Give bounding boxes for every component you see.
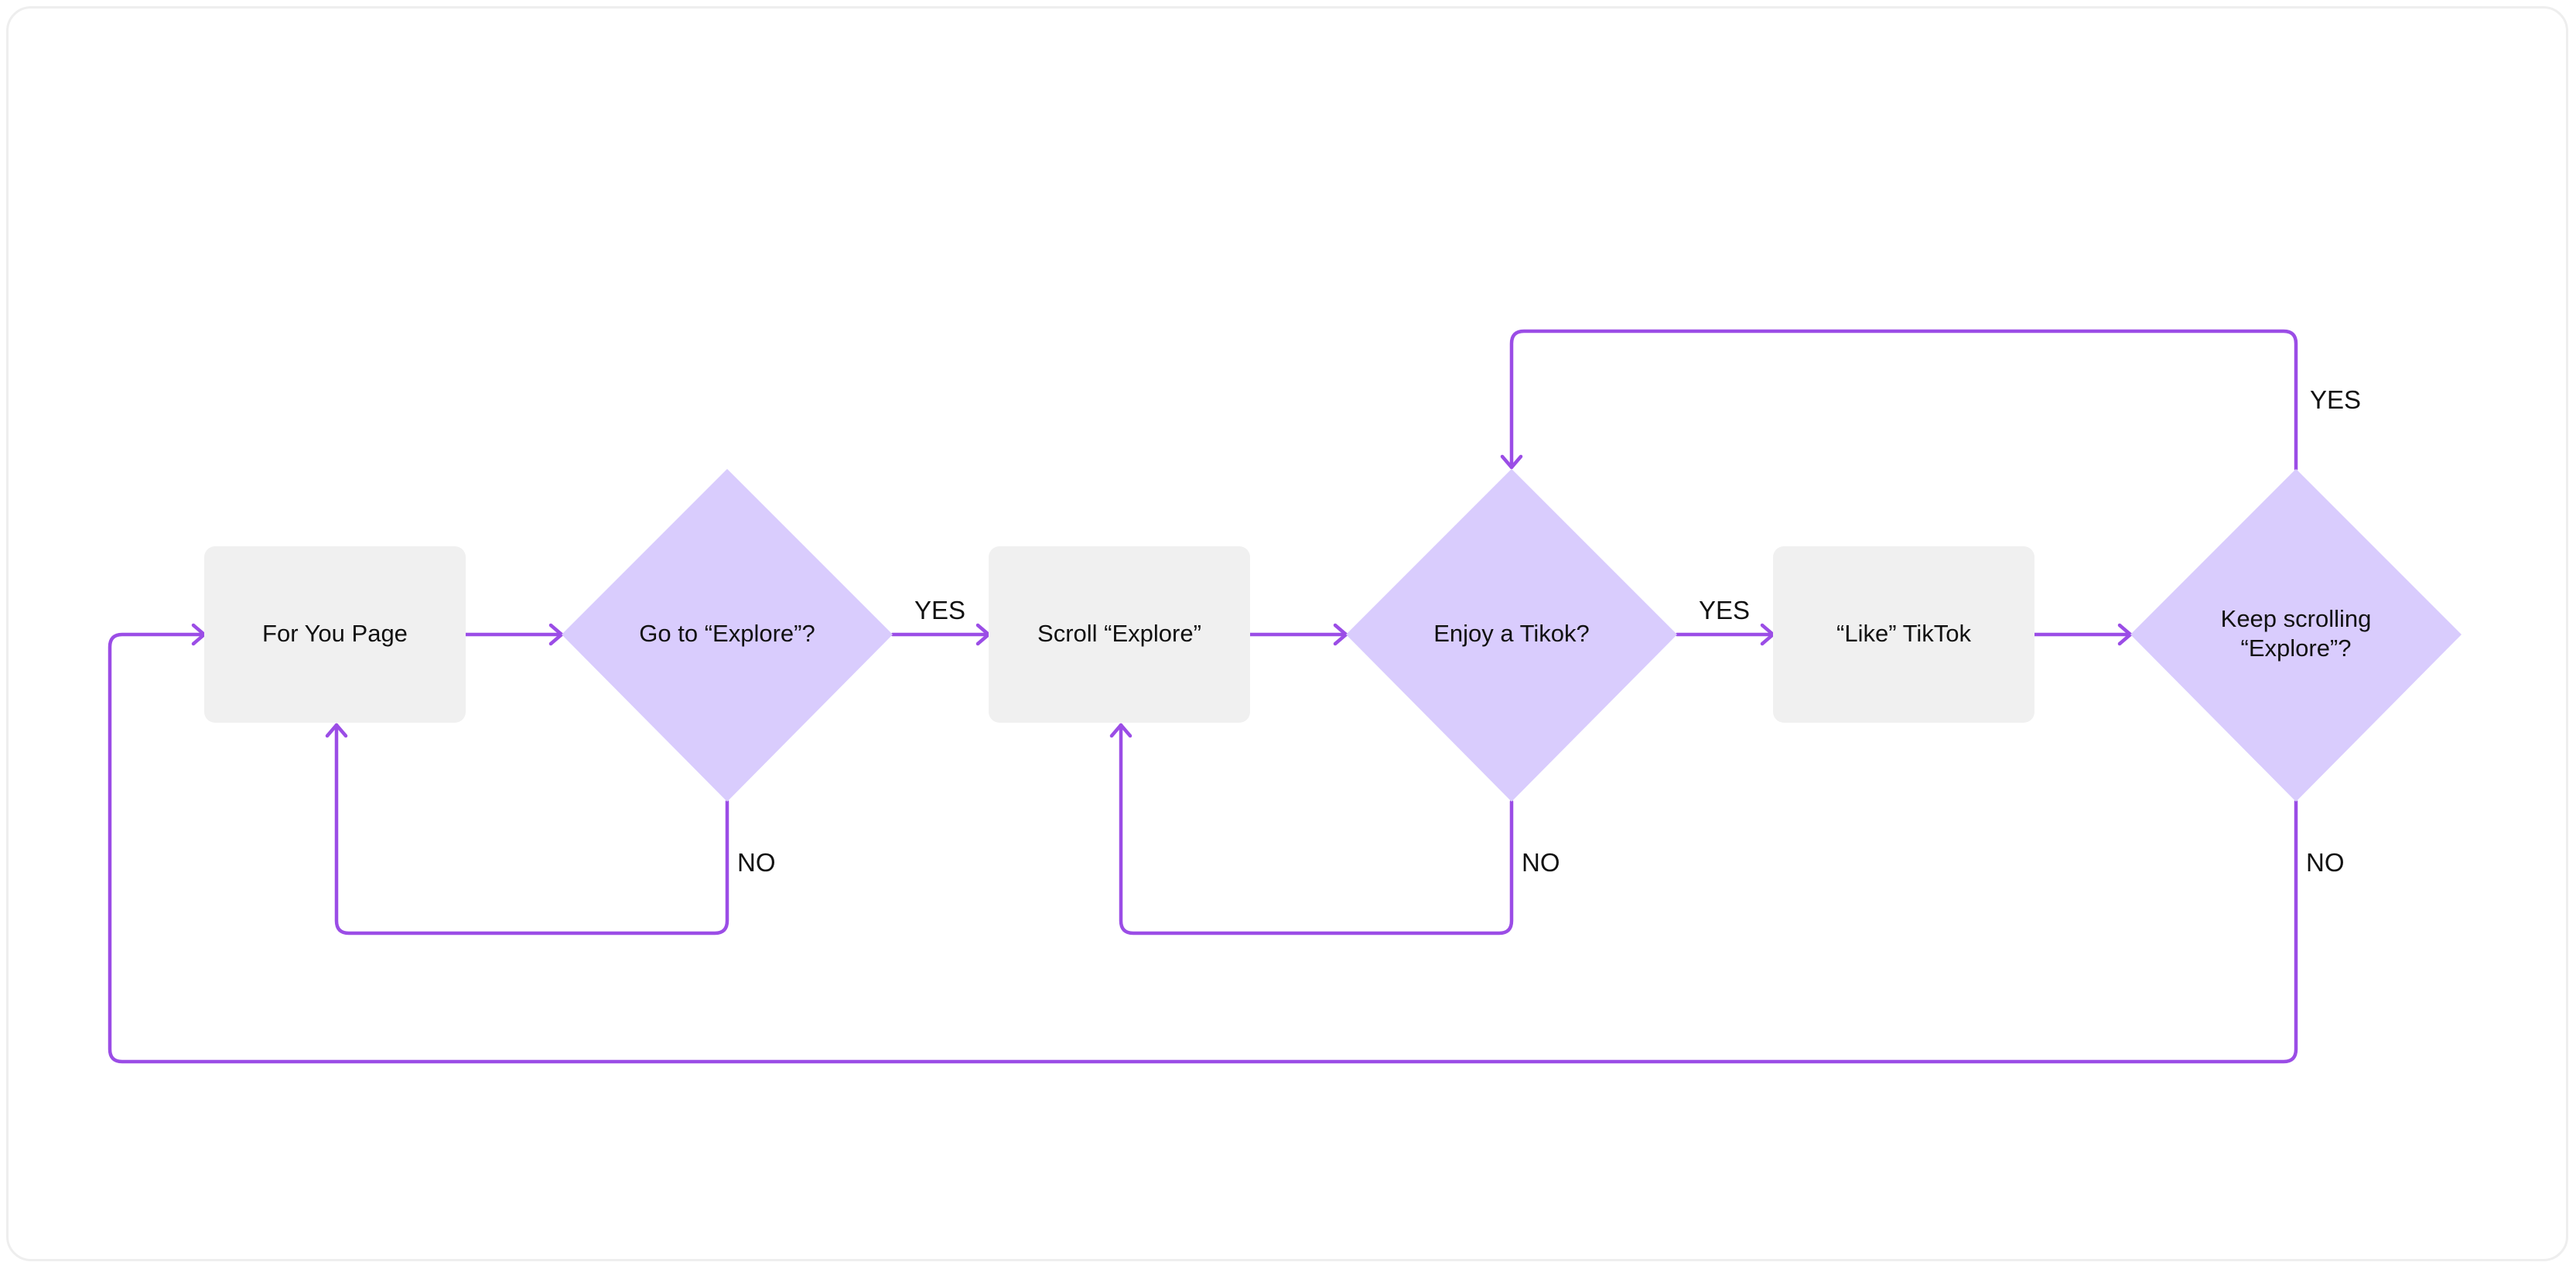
edge-label-keep-no: NO (2306, 848, 2345, 877)
edge-label-keep-yes: YES (2310, 385, 2361, 414)
node-label-line2: “Explore”? (2241, 634, 2352, 662)
node-label: For You Page (262, 620, 408, 647)
node-label-line1: Keep scrolling (2221, 605, 2372, 632)
connector-enjoy-no-loop (1119, 723, 1514, 936)
arrowhead (325, 723, 348, 738)
decision-keep-scrolling[interactable]: Keep scrolling “Explore”? (2130, 469, 2462, 802)
node-label: “Like” TikTok (1836, 620, 1971, 647)
edge-label-enjoy-yes: YES (1699, 596, 1750, 624)
node-label: Enjoy a Tikok? (1433, 620, 1590, 647)
decision-go-to-explore[interactable]: Go to “Explore”? (562, 469, 893, 802)
connector-keep-no-loop (108, 632, 2298, 1064)
arrowhead (1109, 723, 1133, 738)
decision-enjoy-tikok[interactable]: Enjoy a Tikok? (1346, 469, 1677, 802)
node-label: Go to “Explore”? (639, 620, 815, 647)
connector-explore-no-loop (334, 723, 729, 936)
arrowhead (1500, 454, 1523, 470)
edge-label-explore-yes: YES (914, 596, 965, 624)
connector-keep-yes-loop (1509, 329, 2298, 471)
edge-label-explore-no: NO (737, 848, 776, 877)
process-like-tiktok[interactable]: “Like” TikTok (1773, 546, 2034, 723)
connectors (108, 329, 2298, 1064)
process-scroll-explore[interactable]: Scroll “Explore” (989, 546, 1250, 723)
edge-label-enjoy-no: NO (1522, 848, 1560, 877)
process-for-you-page[interactable]: For You Page (204, 546, 466, 723)
node-label: Scroll “Explore” (1037, 620, 1201, 647)
